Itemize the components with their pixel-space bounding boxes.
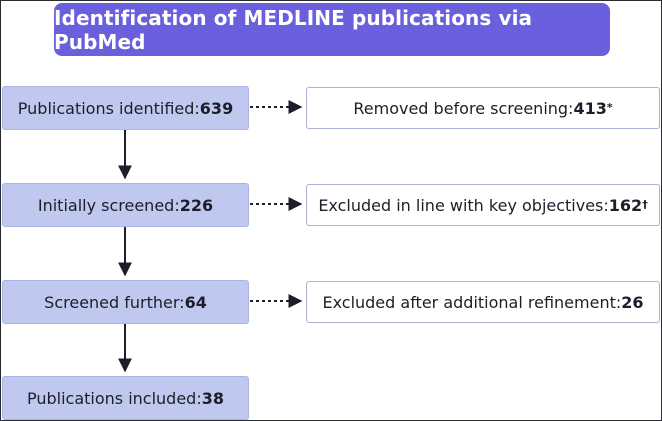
exclusion-key-objectives-box: Excluded in line with key objectives: 16… (306, 184, 660, 226)
exclusion-removed-box: Removed before screening: 413* (306, 87, 660, 129)
exclusion-refinement-box: Excluded after additional refinement: 26 (306, 281, 660, 323)
exclusion-label: Removed before screening: (353, 98, 574, 118)
stage-initially-screened-box: Initially screened: 226 (2, 183, 249, 227)
exclusion-count: 413 (573, 98, 607, 118)
stage-label: Publications included: (26, 388, 202, 408)
stage-label: Initially screened: (37, 195, 180, 215)
exclusion-count: 162 (608, 195, 643, 215)
stage-included-box: Publications included: 38 (2, 376, 249, 420)
exclusion-label: Excluded after additional refinement: (322, 292, 622, 312)
stage-count: 639 (199, 98, 234, 118)
exclusion-label: Excluded in line with key objectives: (318, 195, 609, 215)
exclusion-count: 26 (621, 292, 644, 312)
stage-label: Publications identified: (17, 98, 200, 118)
stage-identified-box: Publications identified: 639 (2, 86, 249, 130)
stage-label: Screened further: (44, 292, 185, 312)
diagram-title: Identification of MEDLINE publications v… (54, 3, 610, 56)
stage-count: 64 (184, 292, 207, 312)
stage-screened-further-box: Screened further: 64 (2, 280, 249, 324)
stage-count: 226 (179, 195, 214, 215)
stage-count: 38 (201, 388, 224, 408)
